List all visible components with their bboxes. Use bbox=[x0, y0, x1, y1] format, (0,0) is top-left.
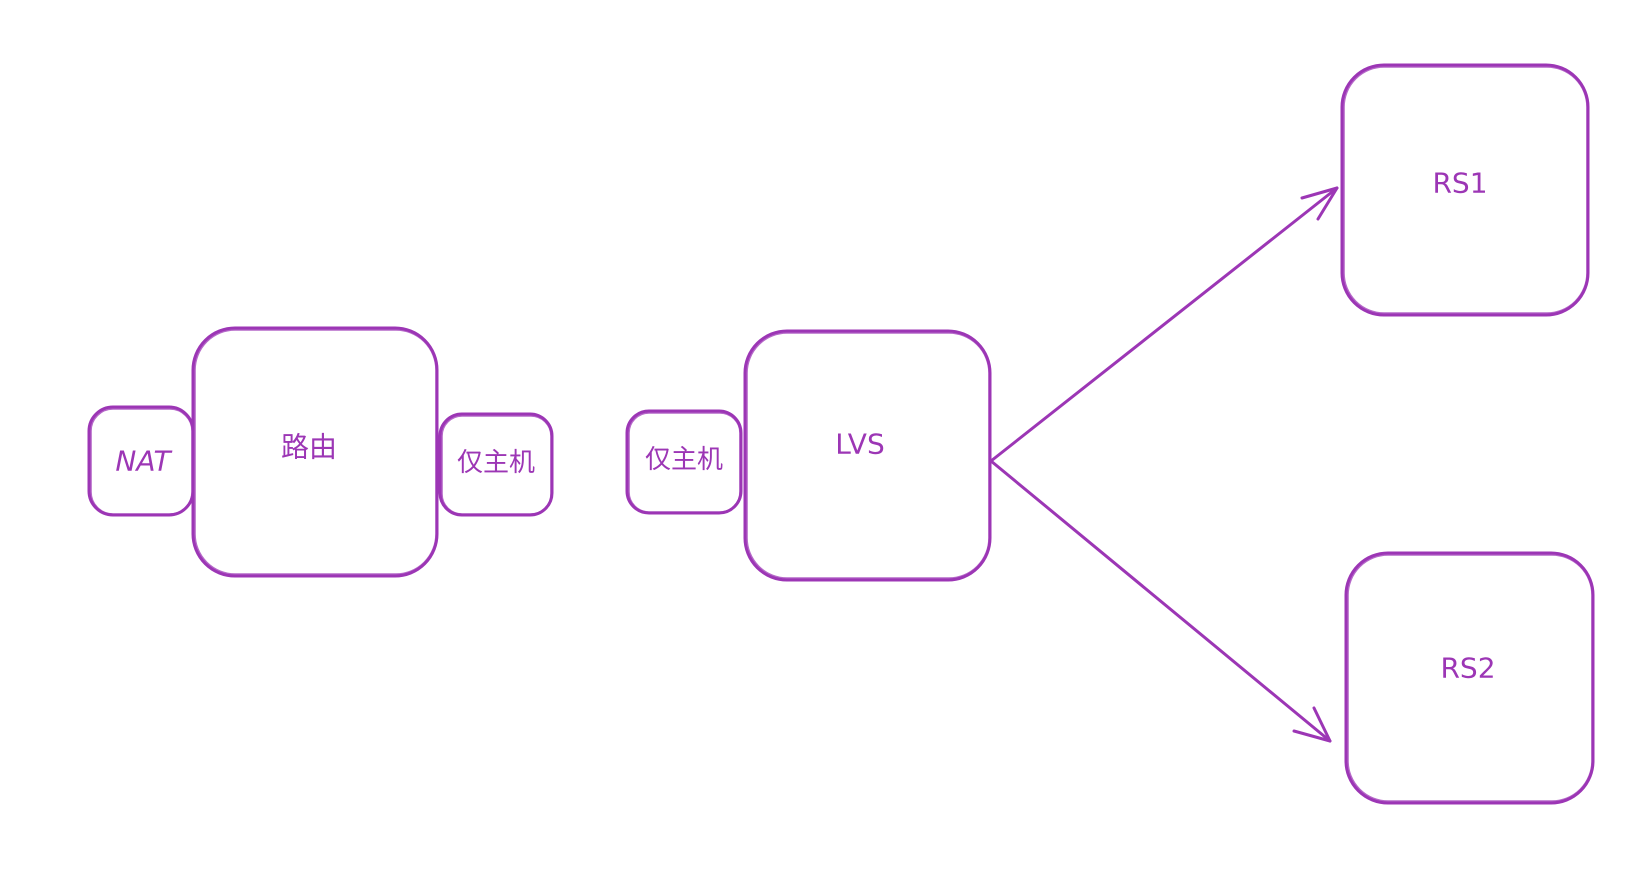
nat-label: NAT bbox=[115, 445, 172, 478]
edge-lvs-rs1-arrowhead bbox=[1300, 186, 1339, 221]
router-node[interactable]: 路由 bbox=[191, 326, 439, 578]
rs1-box bbox=[1340, 63, 1590, 317]
rs1-label: RS1 bbox=[1432, 167, 1487, 200]
edge-lvs-rs2-line bbox=[989, 459, 1332, 743]
host-only-left-box bbox=[438, 412, 554, 517]
rs2-box-sketch bbox=[1347, 554, 1593, 802]
host-only-right-box-sketch bbox=[628, 412, 741, 513]
nat-node[interactable]: NAT bbox=[87, 405, 195, 517]
router-box-sketch bbox=[194, 329, 437, 575]
edge-lvs-rs2-arrowhead bbox=[1292, 706, 1332, 743]
rs2-node[interactable]: RS2 bbox=[1344, 551, 1595, 805]
router-label: 路由 bbox=[281, 431, 337, 464]
nat-box bbox=[87, 405, 195, 517]
host-only-left-node[interactable]: 仅主机 bbox=[438, 412, 554, 517]
lvs-box-sketch bbox=[746, 332, 990, 579]
lvs-box bbox=[743, 329, 992, 582]
host-only-left-box-sketch bbox=[441, 415, 552, 515]
lvs-node[interactable]: LVS bbox=[743, 329, 992, 582]
rs2-label: RS2 bbox=[1440, 652, 1495, 685]
host-only-right-label: 仅主机 bbox=[645, 445, 723, 475]
rs2-box bbox=[1344, 551, 1595, 805]
nat-box-sketch bbox=[90, 408, 193, 515]
edge-lvs-rs1-line bbox=[989, 186, 1339, 463]
edge-lvs-to-rs1[interactable] bbox=[989, 186, 1339, 463]
lvs-label: LVS bbox=[835, 428, 884, 461]
host-only-left-label: 仅主机 bbox=[457, 448, 535, 478]
rs1-node[interactable]: RS1 bbox=[1340, 63, 1590, 317]
edge-lvs-to-rs2[interactable] bbox=[989, 459, 1332, 743]
host-only-right-box bbox=[625, 409, 743, 515]
host-only-right-node[interactable]: 仅主机 bbox=[625, 409, 743, 515]
rs1-box-sketch bbox=[1343, 66, 1588, 314]
